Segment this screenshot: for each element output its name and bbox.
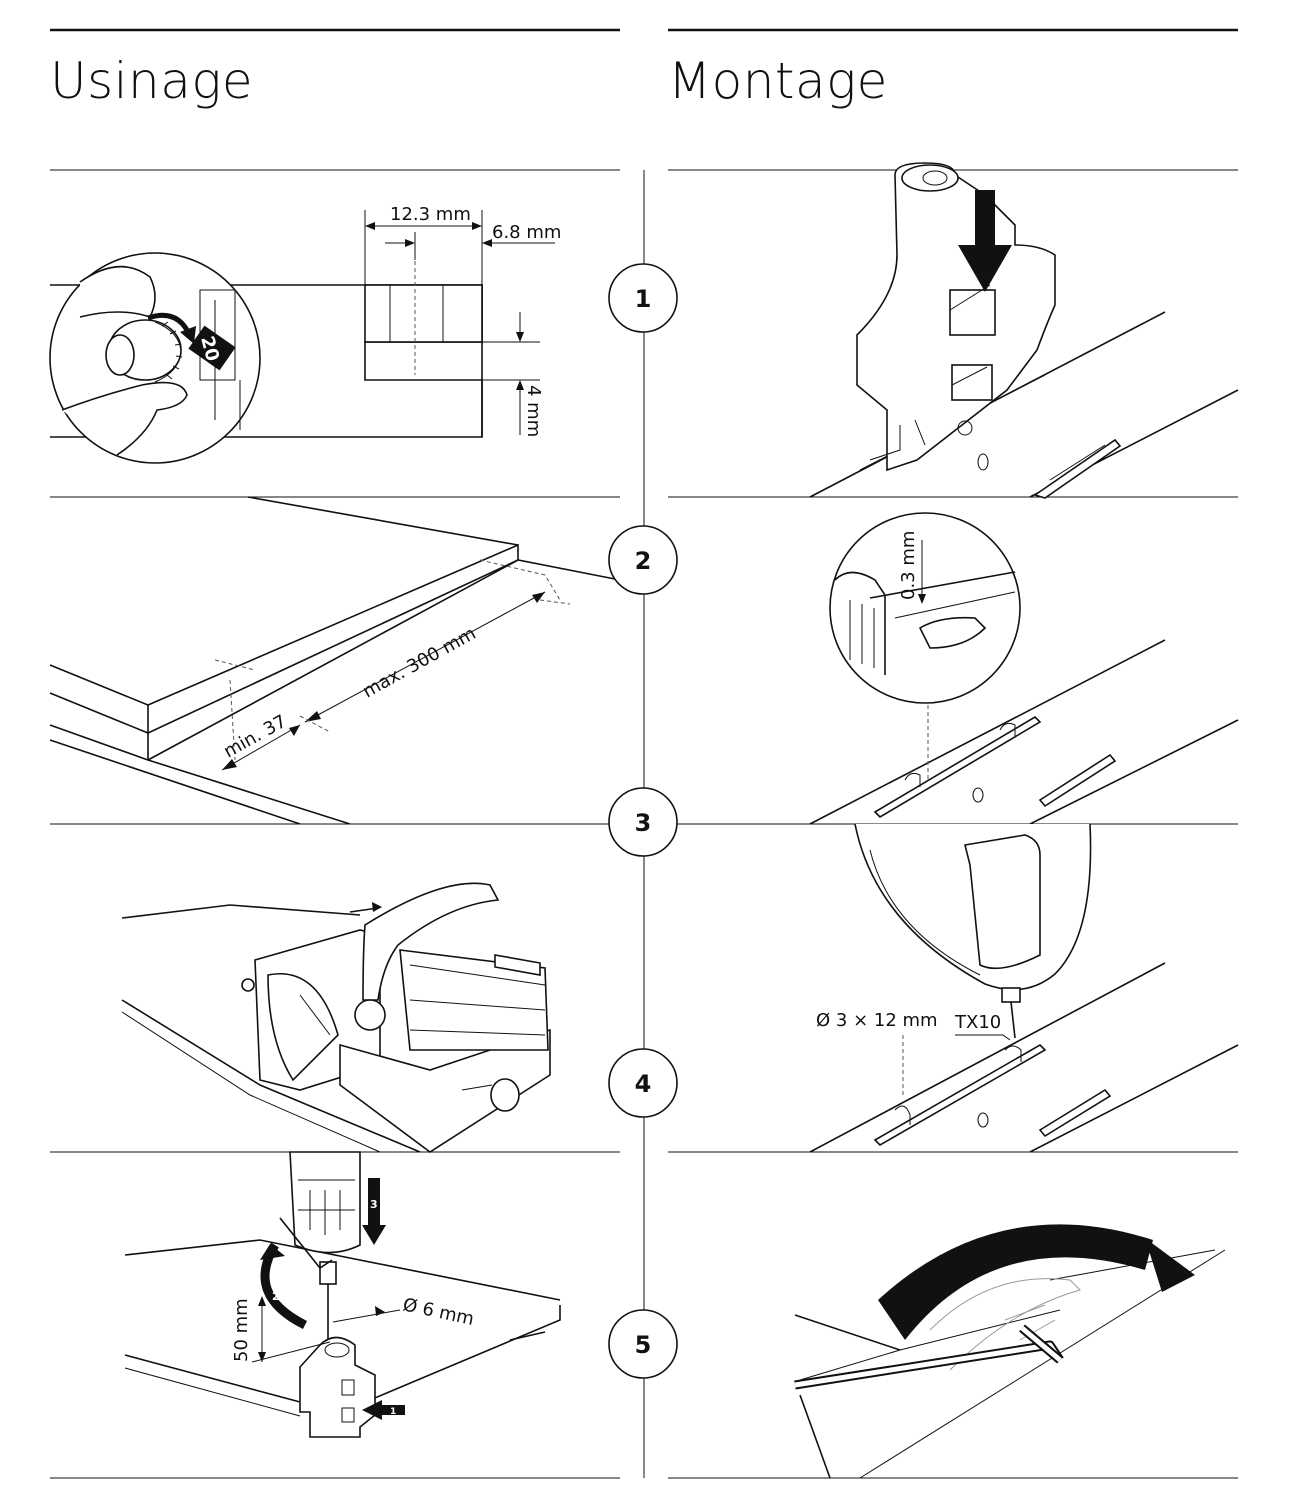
usinage-step1-illustration: 20 (49, 210, 555, 464)
max-300-label: max. 300 mm (359, 623, 479, 702)
header-usinage: Usinage (50, 52, 254, 110)
step-number-3: 3 (635, 809, 652, 837)
step-badge-4 (608, 1048, 678, 1118)
step-badge-5 (608, 1309, 678, 1379)
montage-step2-illustration (809, 512, 1239, 825)
montage-step4-illustration (794, 1224, 1226, 1479)
step-badge-1 (608, 263, 678, 333)
tx10-label: TX10 (954, 1012, 1001, 1033)
montage-step1-illustration (809, 162, 1239, 499)
montage-step3-illustration (809, 823, 1239, 1153)
step-number-4: 4 (635, 1070, 652, 1098)
step-number-2: 2 (635, 547, 652, 575)
header-montage: Montage (668, 52, 888, 110)
usinage-step2-illustration (49, 496, 621, 825)
dim-12-3-label: 12.3 mm (390, 204, 471, 225)
step-number-5: 5 (635, 1331, 652, 1359)
step-number-1: 1 (635, 285, 652, 313)
drill-6-label: Ø 6 mm (401, 1294, 476, 1330)
screw-size-label: Ø 3 × 12 mm (816, 1010, 938, 1031)
arrow-1-label: 1 (390, 1407, 396, 1417)
dim-6-8-label: 6.8 mm (492, 222, 561, 243)
usinage-step3-illustration (121, 882, 551, 1153)
step-badge-2 (608, 525, 678, 595)
step-badges (608, 263, 678, 1379)
usinage-step4-illustration (124, 1151, 561, 1438)
dim-50-label: 50 mm (231, 1298, 252, 1362)
dim-4-label: 4 mm (523, 385, 544, 437)
dim-0-3-label: 0.3 mm (898, 531, 919, 600)
step-badge-3 (608, 787, 678, 857)
arrow-2-label: 2 (272, 1290, 280, 1303)
arrow-3-label: 3 (370, 1198, 378, 1211)
